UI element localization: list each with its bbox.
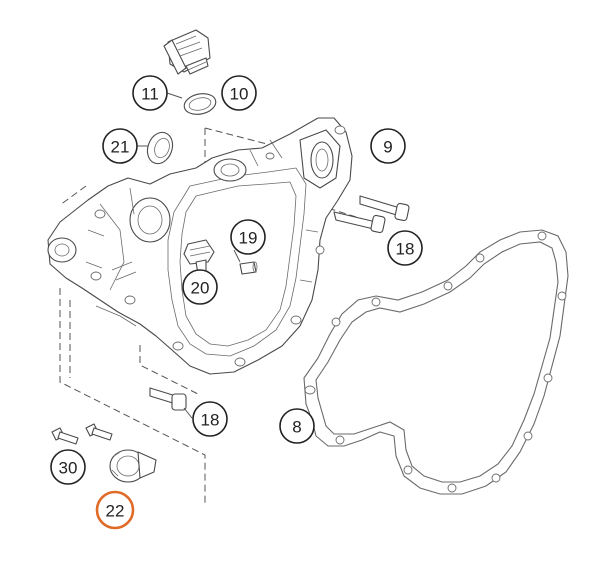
callout-18-lower: 18	[192, 401, 228, 437]
callout-19: 19	[230, 219, 266, 255]
callout-20: 20	[182, 269, 218, 305]
callout-11-label: 11	[141, 85, 159, 104]
callout-21-label: 21	[111, 138, 130, 157]
callout-22-highlighted: 22	[95, 490, 135, 530]
callout-9: 9	[370, 128, 406, 164]
cover-gasket	[303, 229, 569, 495]
callout-8: 8	[279, 408, 315, 444]
callout-18-lower-label: 18	[201, 411, 220, 430]
dowel-pin	[239, 261, 258, 275]
callout-20-label: 20	[191, 279, 210, 298]
callout-18-upper-label: 18	[396, 240, 415, 259]
cover-bolt-lower	[149, 387, 187, 411]
callout-19-label: 19	[239, 229, 258, 248]
callout-22-label: 22	[106, 502, 125, 521]
shaft-seal	[146, 131, 174, 165]
callout-11: 11	[132, 75, 168, 111]
callout-10-label: 10	[230, 85, 249, 104]
callout-21: 21	[102, 128, 138, 164]
o-ring	[183, 93, 217, 115]
callout-30: 30	[50, 449, 86, 485]
screw	[51, 423, 113, 445]
callout-10: 10	[221, 75, 257, 111]
cover-bolt-upper	[333, 195, 410, 234]
callout-9-label: 9	[383, 138, 392, 157]
callout-8-label: 8	[292, 418, 301, 437]
callout-18-upper: 18	[387, 230, 423, 266]
oil-pump-cover	[109, 449, 157, 483]
oil-filler-plug	[163, 29, 211, 75]
callout-30-label: 30	[59, 459, 78, 478]
